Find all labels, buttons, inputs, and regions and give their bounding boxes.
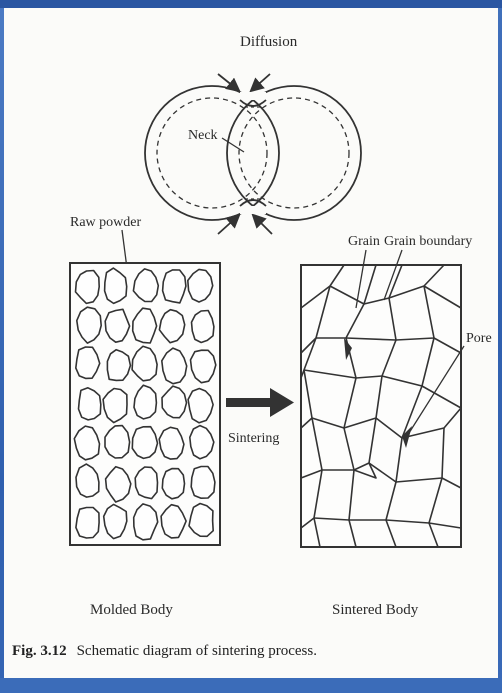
powder-grain (191, 467, 215, 499)
right-particle-inner (239, 98, 349, 208)
powder-grain (189, 504, 213, 537)
neck-pointer (222, 138, 244, 152)
diffusion-label: Diffusion (240, 34, 298, 50)
powder-grain (162, 469, 184, 499)
figure-number: Fig. 3.12 (12, 643, 67, 659)
sintering-diagram: Diffusion Neck Raw powder (4, 8, 498, 678)
left-particle-outer (145, 86, 279, 220)
diffusion-arrow-top-right (252, 74, 270, 90)
left-particle-inner (157, 98, 267, 208)
molded-body-label: Molded Body (90, 602, 173, 618)
slide-bottom-border (0, 678, 502, 693)
figure-panel: Diffusion Neck Raw powder (4, 8, 498, 678)
sintering-arrow (226, 388, 294, 417)
sintering-label: Sintering (228, 431, 279, 446)
powder-grain (132, 427, 157, 459)
grain-boundary-label: Grain boundary (384, 234, 472, 249)
pore-label: Pore (466, 331, 492, 346)
sintered-body-label: Sintered Body (332, 602, 419, 618)
diffusion-arrow-bottom-right (254, 216, 272, 234)
right-particle-outer (227, 86, 361, 220)
powder-grain (135, 467, 157, 499)
figure-caption: Fig. 3.12 Schematic diagram of sintering … (4, 636, 498, 666)
powder-grain (105, 426, 130, 458)
raw-powder-label: Raw powder (70, 215, 141, 230)
slide-top-border (0, 0, 502, 8)
powder-grain (103, 389, 127, 423)
neck-label: Neck (188, 128, 218, 143)
caption-text: Schematic diagram of sintering process. (77, 643, 317, 659)
powder-grain (192, 311, 214, 343)
neck-gap-top (240, 92, 266, 100)
powder-grain (76, 508, 99, 539)
grain-label: Grain (348, 234, 380, 249)
powder-grain (163, 270, 186, 303)
powder-grain (107, 350, 130, 381)
neck-gap-bottom (240, 206, 266, 214)
